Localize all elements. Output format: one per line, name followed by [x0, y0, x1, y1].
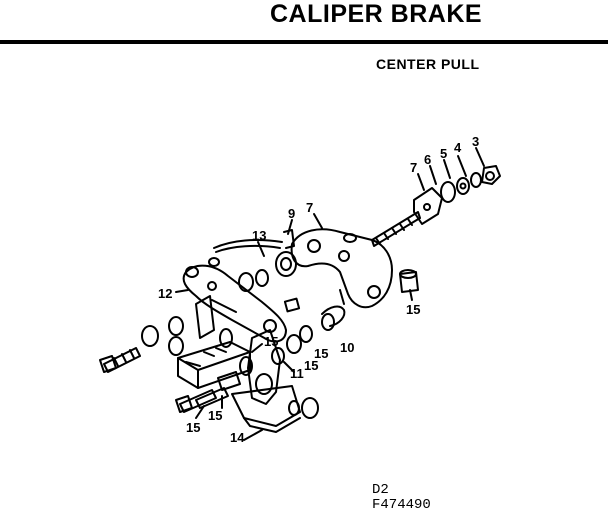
- callout-15-bottom-left: 15: [186, 420, 200, 435]
- callout-14: 14: [230, 430, 245, 445]
- hanger-plate: [231, 385, 319, 433]
- return-spring: [213, 239, 283, 249]
- callout-6: 6: [424, 152, 431, 167]
- sleeve-15-right: [399, 269, 419, 293]
- washer-5: [456, 177, 470, 195]
- mounting-plate: [413, 187, 443, 225]
- callout-15-bottom-mid: 15: [208, 408, 222, 423]
- diagram-title: CALIPER BRAKE: [270, 0, 483, 28]
- callout-15-right: 15: [406, 302, 420, 317]
- callout-4: 4: [454, 140, 462, 155]
- front-caliper-arm: [182, 257, 287, 343]
- spring-10: [321, 305, 346, 327]
- title-divider: [0, 40, 608, 44]
- callout-15-center: 15: [314, 346, 328, 361]
- caliper-body: [195, 295, 281, 405]
- callout-11: 11: [290, 366, 304, 381]
- pivot-washer: [141, 325, 159, 347]
- callout-15-low: 15: [304, 358, 318, 373]
- rear-caliper-arm: [290, 228, 393, 309]
- figure-code: D2: [372, 482, 389, 498]
- part-number: F474490: [372, 497, 431, 513]
- callout-15-mid: 15: [264, 334, 278, 349]
- callout-5: 5: [440, 146, 447, 161]
- diagram-subtitle: CENTER PULL: [376, 56, 480, 72]
- cap-nut-3: [481, 165, 501, 185]
- callout-7-upper: 7: [410, 160, 417, 175]
- callout-9: 9: [288, 206, 295, 221]
- front-pivot-bolt: [99, 347, 141, 373]
- lower-bolt-15: [175, 389, 217, 413]
- upper-mounting-bolt: [371, 211, 421, 247]
- pivot-washer-9: [275, 251, 297, 277]
- washer-4: [470, 172, 482, 188]
- callout-10: 10: [340, 340, 354, 355]
- callout-12: 12: [158, 286, 172, 301]
- washer-6: [440, 181, 456, 203]
- callout-7-arm: 7: [306, 200, 313, 215]
- callout-13: 13: [252, 228, 266, 243]
- callout-3: 3: [472, 134, 479, 149]
